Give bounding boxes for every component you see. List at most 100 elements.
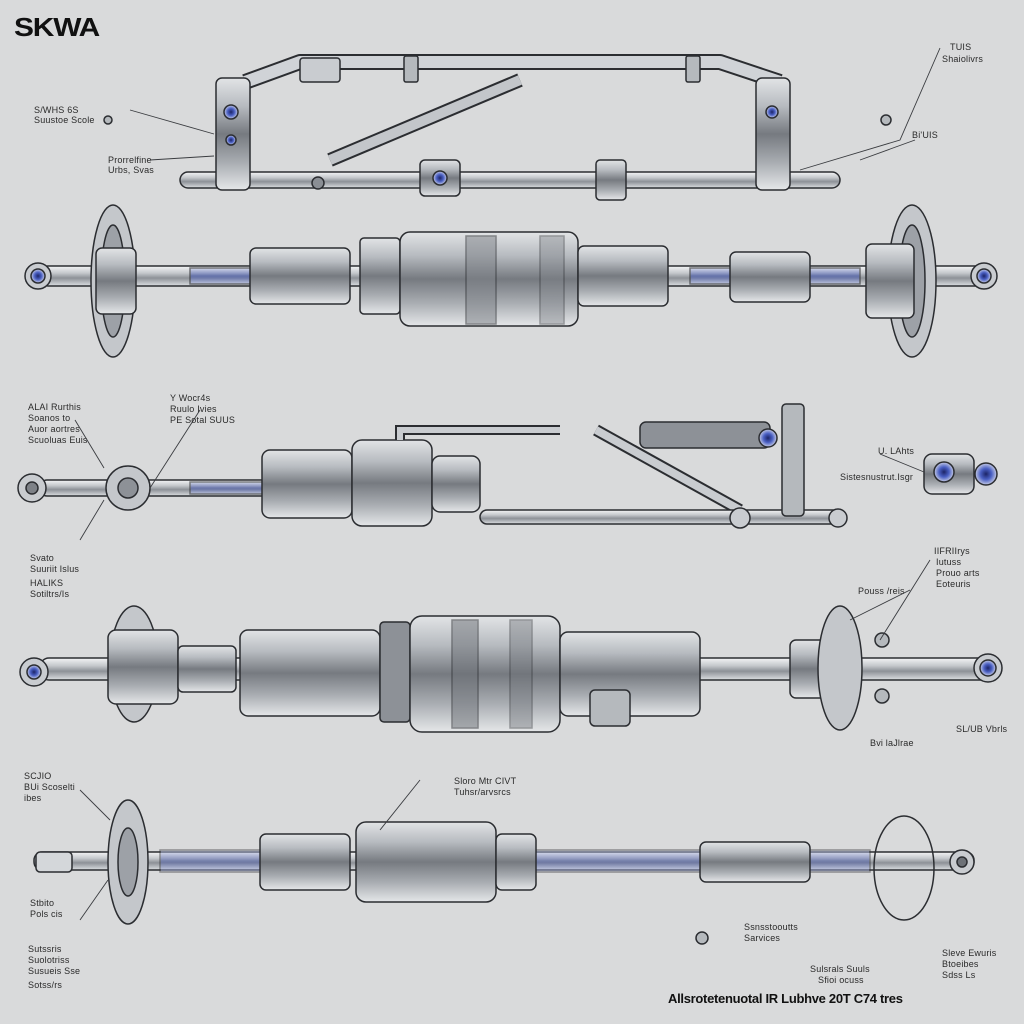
label-s5-bottom-3: Sleve Ewuris — [942, 948, 997, 958]
bushing-icon — [432, 170, 448, 186]
frame-upper-rail — [242, 56, 782, 88]
bushing-icon — [758, 428, 778, 448]
bushing-icon — [933, 461, 955, 483]
bolt-icon — [695, 931, 709, 945]
universal-joint — [259, 833, 351, 891]
label-s3-right-2: Sistesnustrut.Isgr — [840, 472, 914, 482]
boot-bellows — [359, 237, 401, 315]
cv-joint-right — [577, 245, 669, 307]
label-s5-mid-2: Tuhsr/arvsrcs — [454, 787, 511, 797]
label-s3-mid-2: Ruulo Ivies — [170, 404, 217, 414]
label-tl-3: Prorrelfine — [108, 155, 152, 165]
frame-right-bracket — [755, 77, 791, 191]
bushing-icon — [976, 268, 992, 284]
label-s3-low-4: Sotiltrs/Is — [30, 589, 70, 599]
label-s5-low-1: Stbito — [30, 898, 55, 908]
diagram-caption: Allsrotetenuotal IR Lubhve 20T C74 tres — [668, 991, 903, 1006]
label-s3-low-3: HALIKS — [30, 578, 64, 588]
bolt-icon — [103, 115, 113, 125]
frame-mount — [595, 159, 627, 201]
label-s4-right-4: Pouss /reis — [858, 586, 905, 596]
rear-flange-outline — [873, 815, 935, 921]
label-tr-top-2: Shaiolivrs — [942, 54, 984, 64]
mount-bracket — [589, 689, 631, 727]
cv-joint-left — [239, 629, 381, 717]
label-s4-right-6: SL/UB Vbrls — [956, 724, 1008, 734]
slip-joint — [699, 841, 811, 883]
label-s4-right-1: IIFRIIrys — [934, 546, 970, 556]
label-s5-left-2: BUi Scoselti — [24, 782, 75, 792]
frame-left-bracket — [215, 77, 251, 191]
damper-body — [639, 421, 771, 449]
boot-ring — [379, 621, 411, 723]
label-s3-left-1: ALAI Rurthis — [28, 402, 81, 412]
frame-diagonal-strut — [328, 75, 522, 165]
bushing-icon — [30, 268, 46, 284]
flange — [431, 455, 481, 513]
frame-clamp — [299, 57, 341, 83]
label-s3-low-2: Suuriit Islus — [30, 564, 80, 574]
hub-left — [107, 629, 179, 705]
bolt-icon — [874, 688, 890, 704]
bushing-icon — [223, 104, 239, 120]
label-tl-1: S/WHS 6S — [34, 105, 79, 115]
label-s5-low-3: Sutssris — [28, 944, 62, 954]
label-s5-left-1: SCJIO — [24, 771, 52, 781]
label-s3-mid-3: PE Sotal SUUS — [170, 415, 236, 425]
label-s3-low-1: Svato — [30, 553, 55, 563]
label-s3-left-4: Scuoluas Euis — [28, 435, 88, 445]
bolt-icon — [880, 114, 892, 126]
upper-link — [397, 427, 560, 440]
label-s3-right-1: U. LAhts — [878, 446, 915, 456]
label-s5-low-2: Pols cis — [30, 909, 63, 919]
axle-assembly-2 — [24, 204, 998, 358]
brand-logo: SKWA — [14, 12, 100, 42]
bushing-icon — [765, 105, 779, 119]
knuckle-left — [177, 645, 237, 693]
label-s5-bottom-5: Sdss Ls — [942, 970, 976, 980]
label-s4-right-5: Eoteuris — [936, 579, 971, 589]
leader-lines — [74, 47, 941, 921]
bushing-icon — [974, 462, 998, 486]
label-s4-right-3: Prouo arts — [936, 568, 980, 578]
frame-clamp — [685, 55, 701, 83]
label-s5-right-2: Sarvices — [744, 933, 781, 943]
label-s5-low-6: Sotss/rs — [28, 980, 63, 990]
frame-lower-rail — [179, 171, 841, 189]
cv-joint-left — [249, 247, 351, 305]
hub-left — [95, 247, 137, 315]
frame-clamp — [403, 55, 419, 83]
label-s5-bottom-1: Sulsrals Suuls — [810, 964, 870, 974]
label-s4-right-7: Bvi laJlrae — [870, 738, 914, 748]
label-s5-mid-1: Sloro Mtr CIVT — [454, 776, 517, 786]
label-s5-low-5: Susueis Sse — [28, 966, 81, 976]
bolt-icon — [874, 632, 890, 648]
axle-assembly-4 — [19, 605, 1003, 733]
coupling — [495, 833, 537, 891]
bushing-icon — [979, 659, 997, 677]
label-s5-left-3: ibes — [24, 793, 42, 803]
cv-joint-outer-right — [729, 251, 811, 303]
differential-housing — [409, 615, 561, 733]
label-tr-top-1: TUIS — [950, 42, 972, 52]
bushing-icon — [26, 664, 42, 680]
label-s5-bottom-4: Btoeibes — [942, 959, 979, 969]
label-s5-right-1: Ssnsstooutts — [744, 922, 798, 932]
bushing-icon — [225, 134, 237, 146]
label-s3-mid-1: Y Wocr4s — [170, 393, 211, 403]
bolt-icon — [729, 507, 751, 529]
hub-right — [865, 243, 915, 319]
center-bearing-housing — [355, 821, 497, 903]
bolt-icon — [311, 176, 325, 190]
label-tl-4: Urbs, Svas — [108, 165, 155, 175]
upright — [781, 403, 805, 517]
stub-end — [35, 851, 73, 873]
label-tr-mid: Bi'UIS — [912, 130, 938, 140]
label-s5-bottom-2: Sfioi ocuss — [818, 975, 864, 985]
control-arm-diagonal — [594, 426, 742, 514]
boot-bellows — [351, 439, 433, 527]
cv-joint — [261, 449, 353, 519]
label-s4-right-2: Iutuss — [936, 557, 962, 567]
brake-disc-right — [817, 605, 863, 731]
axle-assembly-3 — [17, 403, 998, 529]
